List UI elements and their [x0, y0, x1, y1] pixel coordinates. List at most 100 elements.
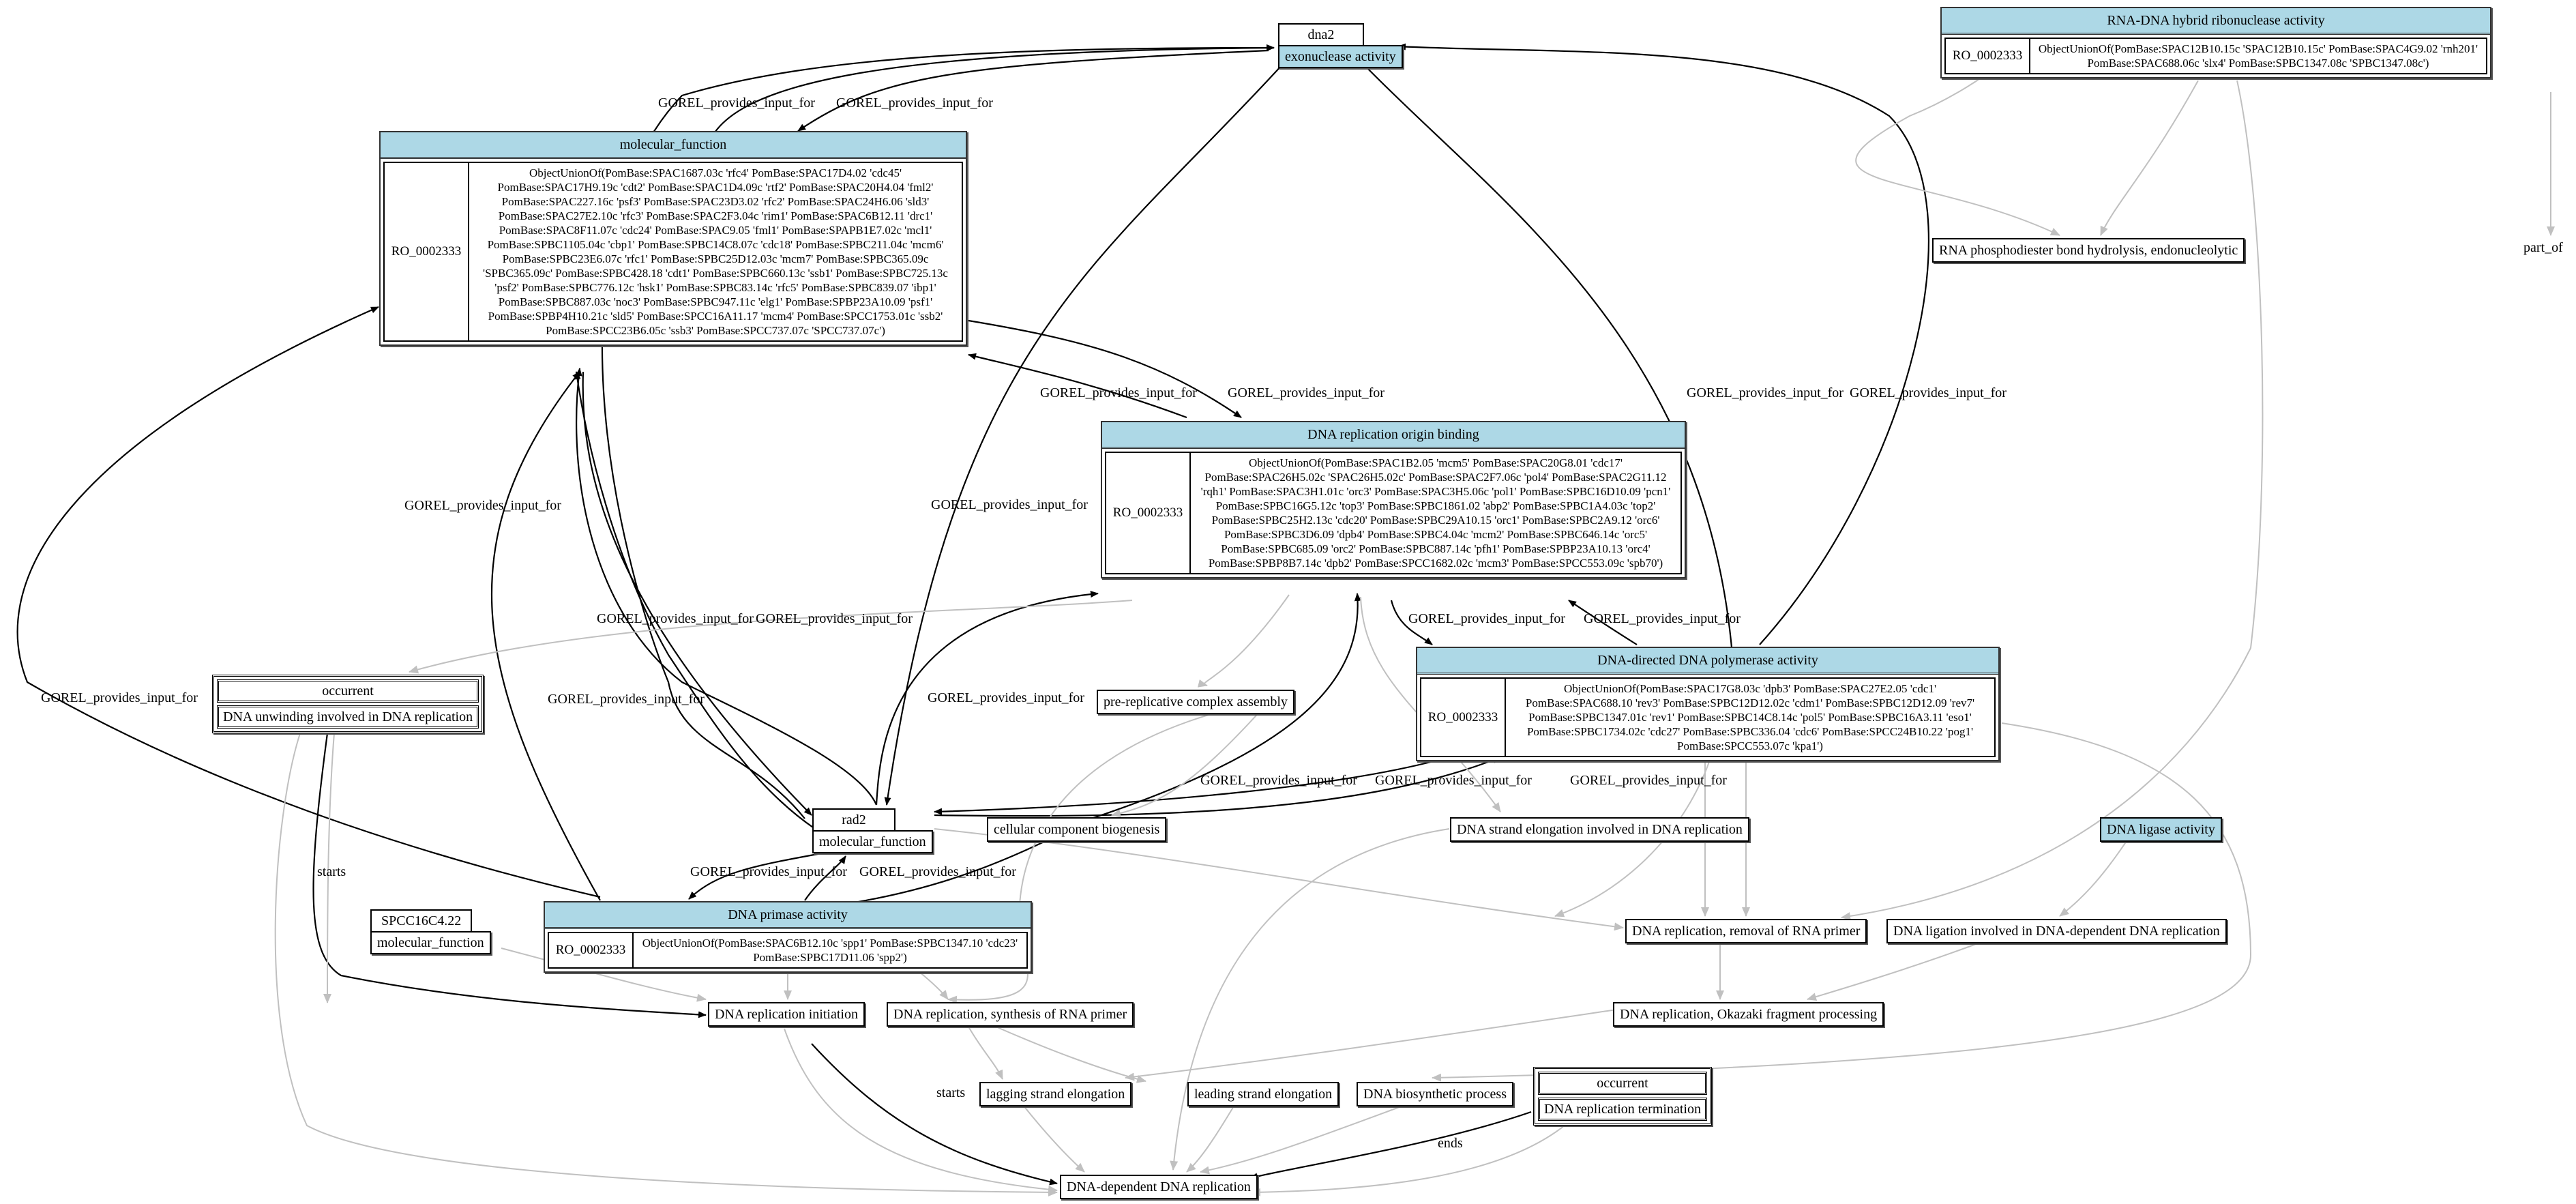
- subclass-edge: [968, 1026, 1003, 1080]
- subclass-edge: [1360, 596, 1501, 812]
- edge-label: GOREL_provides_input_for: [658, 96, 815, 111]
- subclass-edge: [1186, 1104, 1235, 1173]
- edge-label: GOREL_provides_input_for: [1584, 611, 1741, 626]
- subclass-edge: [323, 733, 335, 1003]
- relation-label: RO_0002333: [549, 933, 634, 967]
- relation-value: ObjectUnionOf(PomBase:SPAC12B10.15c 'SPA…: [2038, 42, 2478, 70]
- relation-edge: [688, 851, 826, 900]
- node-dna-replication-termination[interactable]: occurrent DNA replication termination: [1533, 1067, 1712, 1126]
- node-dna-dependent-dna-replication[interactable]: DNA-dependent DNA replication: [1060, 1175, 1258, 1199]
- edge-label: GOREL_provides_input_for: [690, 864, 847, 879]
- relation-edge: [875, 591, 1099, 806]
- edge-label-ends: ends: [1438, 1136, 1463, 1151]
- node-title: molecular_function: [381, 132, 966, 159]
- subclass-edge: [1432, 722, 2252, 1082]
- node-dna-ligase-activity[interactable]: DNA ligase activity: [2100, 817, 2222, 842]
- relation-edge: [1249, 1111, 1532, 1180]
- subclass-edge: [2059, 838, 2129, 917]
- node-dna-directed-dna-polymerase[interactable]: DNA-directed DNA polymerase activity RO_…: [1416, 647, 2000, 761]
- relation-edge: [804, 855, 846, 901]
- node-removal-of-rna-primer[interactable]: DNA replication, removal of RNA primer: [1625, 919, 1867, 943]
- edge-label: GOREL_provides_input_for: [1040, 385, 1197, 400]
- relation-value: ObjectUnionOf(PomBase:SPAC1B2.05 'mcm5' …: [1200, 456, 1671, 570]
- node-dna-unwinding[interactable]: occurrent DNA unwinding involved in DNA …: [212, 675, 484, 733]
- relation-value: ObjectUnionOf(PomBase:SPAC6B12.10c 'spp1…: [642, 937, 1018, 964]
- node-molecular-function[interactable]: molecular_function RO_0002333 ObjectUnio…: [379, 131, 967, 346]
- relation-value: ObjectUnionOf(PomBase:SPAC1687.03c 'rfc4…: [483, 166, 948, 337]
- node-okazaki-fragment-processing[interactable]: DNA replication, Okazaki fragment proces…: [1613, 1002, 1884, 1027]
- edge-label-starts: starts: [317, 864, 346, 879]
- edge-label: GOREL_provides_input_for: [1375, 773, 1532, 788]
- node-cellular-component-biogenesis[interactable]: cellular component biogenesis: [987, 817, 1167, 842]
- subclass-edge: [784, 1028, 1058, 1194]
- edge-label: GOREL_provides_input_for: [548, 692, 705, 707]
- relation-edge: [968, 319, 1242, 418]
- node-spcc16c4-22[interactable]: SPCC16C4.22 molecular_function: [370, 909, 491, 954]
- node-pre-replicative-complex-assembly[interactable]: pre-replicative complex assembly: [1097, 690, 1294, 714]
- node-title: DNA replication origin binding: [1102, 422, 1685, 449]
- relation-label: RO_0002333: [385, 163, 469, 340]
- node-title: DNA primase activity: [545, 902, 1031, 929]
- edge-label: GOREL_provides_input_for: [1570, 773, 1727, 788]
- subclass-edge: [1807, 943, 1979, 1001]
- relation-edge: [884, 64, 1283, 806]
- node-rad2[interactable]: rad2 molecular_function: [812, 808, 933, 853]
- edge-label: GOREL_provides_input_for: [41, 690, 198, 705]
- type-label: occurrent: [217, 679, 479, 703]
- node-dna2[interactable]: dna2 exonuclease activity: [1278, 23, 1403, 68]
- subclass-edge: [274, 733, 1058, 1196]
- subclass-edge: [501, 948, 707, 1002]
- relation-edge: [490, 371, 601, 901]
- gene-label: SPCC16C4.22: [370, 909, 473, 931]
- subclass-edge: [1170, 828, 1450, 1171]
- relation-label: RO_0002333: [1946, 39, 2030, 73]
- node-synthesis-of-rna-primer[interactable]: DNA replication, synthesis of RNA primer: [887, 1002, 1134, 1027]
- edge-label: GOREL_provides_input_for: [1408, 611, 1565, 626]
- node-lagging-strand-elongation[interactable]: lagging strand elongation: [979, 1082, 1132, 1106]
- edge-label: GOREL_provides_input_for: [836, 96, 993, 111]
- relation-edge: [705, 44, 1275, 151]
- node-rna-phosphodiester-hydrolysis[interactable]: RNA phosphodiester bond hydrolysis, endo…: [1932, 238, 2245, 263]
- subclass-edge: [1200, 1104, 1406, 1175]
- subclass-edge: [2100, 80, 2199, 236]
- edge-label: GOREL_provides_input_for: [859, 864, 1016, 879]
- edge-label: GOREL_provides_input_for: [928, 690, 1084, 705]
- node-title: DNA-directed DNA polymerase activity: [1417, 648, 1998, 675]
- subclass-edge: [1841, 80, 2264, 920]
- relation-label: RO_0002333: [1106, 453, 1191, 573]
- gene-label: dna2: [1278, 23, 1364, 45]
- node-dna-replication-origin-binding[interactable]: DNA replication origin binding RO_000233…: [1101, 421, 1686, 578]
- node-dna-primase-activity[interactable]: DNA primase activity RO_0002333 ObjectUn…: [544, 901, 1032, 973]
- edge-label-starts: starts: [936, 1085, 966, 1100]
- subclass-edge: [995, 1026, 1146, 1083]
- node-dna-ligation[interactable]: DNA ligation involved in DNA-dependent D…: [1886, 919, 2227, 943]
- node-rna-dna-hybrid-ribonuclease[interactable]: RNA-DNA hybrid ribonuclease activity RO_…: [1940, 7, 2491, 78]
- relation-edge: [574, 371, 816, 829]
- subclass-edge: [409, 600, 1133, 674]
- term-label: DNA replication termination: [1538, 1098, 1707, 1121]
- edge-label: GOREL_provides_input_for: [756, 611, 913, 626]
- relation-edge: [312, 733, 707, 1018]
- relation-edge: [1568, 600, 1638, 645]
- edge-label: GOREL_provides_input_for: [597, 611, 754, 626]
- term-label: exonuclease activity: [1278, 45, 1403, 68]
- term-label: molecular_function: [812, 830, 933, 853]
- relation-edge: [934, 756, 1501, 817]
- term-label: molecular_function: [370, 931, 491, 954]
- relation-edge: [968, 353, 1187, 419]
- node-dna-biosynthetic-process[interactable]: DNA biosynthetic process: [1357, 1082, 1513, 1106]
- gene-label: rad2: [812, 808, 895, 830]
- relation-label: RO_0002333: [1421, 679, 1506, 756]
- node-dna-replication-initiation[interactable]: DNA replication initiation: [708, 1002, 865, 1027]
- relation-edge: [1363, 64, 1736, 656]
- subclass-edge: [1554, 753, 1713, 917]
- edge-label: GOREL_provides_input_for: [1687, 385, 1844, 400]
- relation-edge: [1390, 600, 1433, 645]
- term-label: DNA unwinding involved in DNA replicatio…: [217, 705, 479, 729]
- relation-value: ObjectUnionOf(PomBase:SPAC17G8.03c 'dpb3…: [1525, 682, 1975, 752]
- node-dna-strand-elongation[interactable]: DNA strand elongation involved in DNA re…: [1450, 817, 1749, 842]
- relation-edge: [575, 368, 878, 806]
- node-leading-strand-elongation[interactable]: leading strand elongation: [1187, 1082, 1339, 1106]
- subclass-edge: [1197, 594, 1290, 688]
